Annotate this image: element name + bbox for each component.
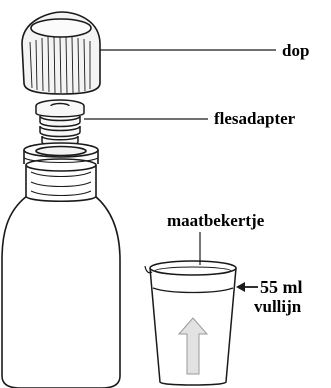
cap-illustration	[21, 11, 101, 95]
fill-line-label: vullijn	[254, 297, 302, 316]
fill-line-pointer-arrow	[236, 282, 258, 292]
fill-direction-arrow	[177, 317, 209, 375]
adapter-illustration	[35, 99, 85, 147]
cap-label: dop	[282, 41, 309, 60]
fill-volume-label: 55 ml	[260, 277, 303, 297]
cup-label: maatbekertje	[167, 211, 265, 230]
bottle-illustration	[1, 142, 121, 388]
adapter-label: flesadapter	[214, 109, 296, 128]
